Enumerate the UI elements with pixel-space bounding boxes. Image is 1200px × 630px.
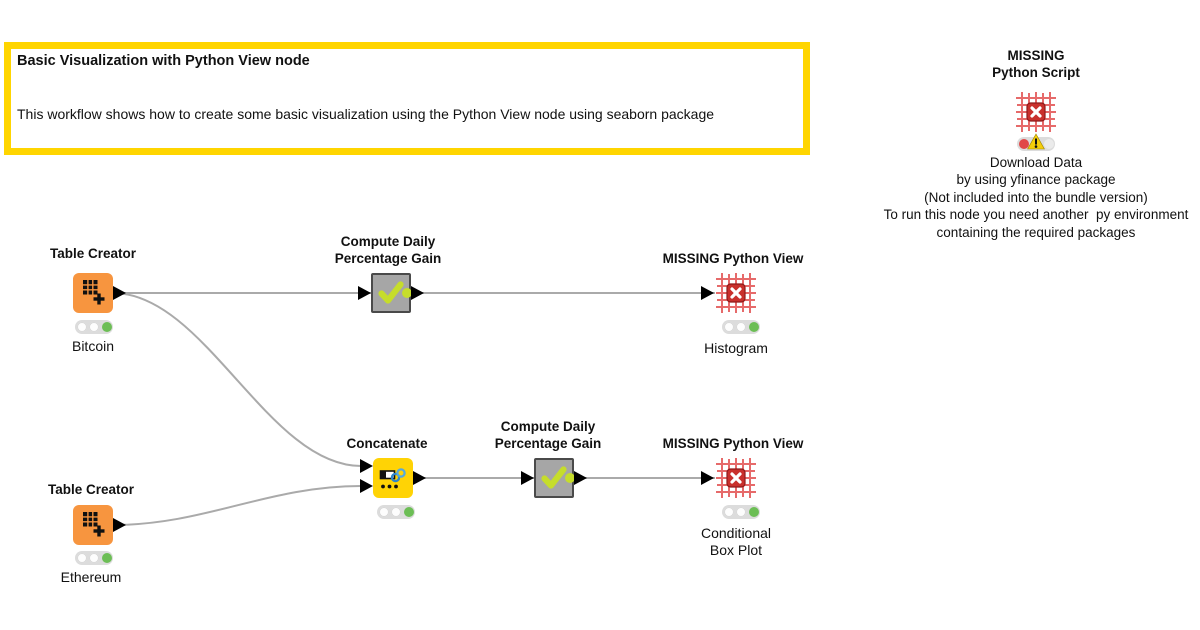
- node-missing-python-view-boxplot[interactable]: [715, 457, 757, 499]
- output-port[interactable]: [113, 518, 126, 532]
- input-port[interactable]: [701, 286, 714, 300]
- warning-triangle-icon: [1027, 133, 1045, 150]
- traffic-dot-inactive: [76, 322, 87, 332]
- node-label-ethereum: Ethereum: [60, 569, 122, 585]
- table-plus-icon: [73, 505, 113, 545]
- chain-link-icon: [373, 458, 413, 498]
- traffic-dot-inactive: [89, 553, 99, 563]
- red-hatch-x-icon: [715, 457, 757, 499]
- annotation-title: Basic Visualization with Python View nod…: [17, 53, 310, 69]
- traffic-dot-red: [1018, 139, 1029, 149]
- input-port[interactable]: [521, 471, 534, 485]
- traffic-light-error: [1017, 137, 1055, 151]
- node-table-creator-bitcoin[interactable]: [73, 273, 113, 313]
- annotation-body: This workflow shows how to create some b…: [17, 106, 715, 122]
- workflow-annotation[interactable]: Basic Visualization with Python View nod…: [4, 42, 810, 155]
- table-plus-icon: [73, 273, 113, 313]
- traffic-dot-green: [748, 507, 759, 517]
- node-comment-missing-python-script: Download Data by using yfinance package …: [883, 155, 1189, 240]
- node-table-creator-ethereum[interactable]: [73, 505, 113, 545]
- node-concatenate[interactable]: [373, 458, 413, 498]
- output-port[interactable]: [113, 286, 126, 300]
- output-port-dot: [565, 473, 575, 483]
- traffic-dot-inactive: [736, 322, 746, 332]
- node-title-python-view-histogram: MISSING Python View: [662, 251, 804, 266]
- traffic-dot-inactive: [391, 507, 401, 517]
- traffic-dot-inactive: [378, 507, 389, 517]
- traffic-dot-green: [101, 322, 112, 332]
- red-hatch-x-icon: [715, 272, 757, 314]
- output-port[interactable]: [413, 471, 426, 485]
- traffic-light: [722, 320, 760, 334]
- node-label-histogram: Histogram: [704, 340, 768, 356]
- node-title-table-creator-bitcoin: Table Creator: [49, 246, 137, 261]
- node-title-missing-python-script: MISSING Python Script: [992, 48, 1080, 80]
- node-missing-python-view-histogram[interactable]: [715, 272, 757, 314]
- node-title-table-creator-ethereum: Table Creator: [47, 482, 135, 497]
- traffic-dot-inactive: [89, 322, 99, 332]
- wire-ethereum-to-concatenate[interactable]: [112, 485, 362, 526]
- input-port[interactable]: [701, 471, 714, 485]
- traffic-dot-inactive: [1043, 139, 1054, 149]
- node-title-compute-bottom: Compute Daily Percentage Gain: [494, 419, 602, 451]
- input-port[interactable]: [360, 459, 373, 473]
- traffic-dot-green: [101, 553, 112, 563]
- node-label-boxplot: Conditional Box Plot: [700, 525, 772, 558]
- output-port-dot: [402, 288, 412, 298]
- traffic-light: [75, 320, 113, 334]
- output-port[interactable]: [411, 286, 424, 300]
- red-hatch-x-icon: [1015, 91, 1057, 133]
- node-title-python-view-boxplot: MISSING Python View: [662, 436, 804, 451]
- traffic-dot-green: [748, 322, 759, 332]
- output-port[interactable]: [574, 471, 587, 485]
- node-title-compute-top: Compute Daily Percentage Gain: [334, 234, 442, 266]
- traffic-dot-green: [403, 507, 414, 517]
- traffic-light: [377, 505, 415, 519]
- traffic-dot-inactive: [723, 507, 734, 517]
- node-label-bitcoin: Bitcoin: [71, 338, 115, 354]
- input-port[interactable]: [360, 479, 373, 493]
- traffic-light: [722, 505, 760, 519]
- node-title-concatenate: Concatenate: [346, 436, 428, 451]
- wire-bitcoin-to-concatenate[interactable]: [112, 292, 362, 467]
- traffic-light: [75, 551, 113, 565]
- input-port[interactable]: [358, 286, 371, 300]
- traffic-dot-inactive: [736, 507, 746, 517]
- traffic-dot-inactive: [723, 322, 734, 332]
- node-missing-python-script[interactable]: [1015, 91, 1057, 133]
- traffic-dot-inactive: [76, 553, 87, 563]
